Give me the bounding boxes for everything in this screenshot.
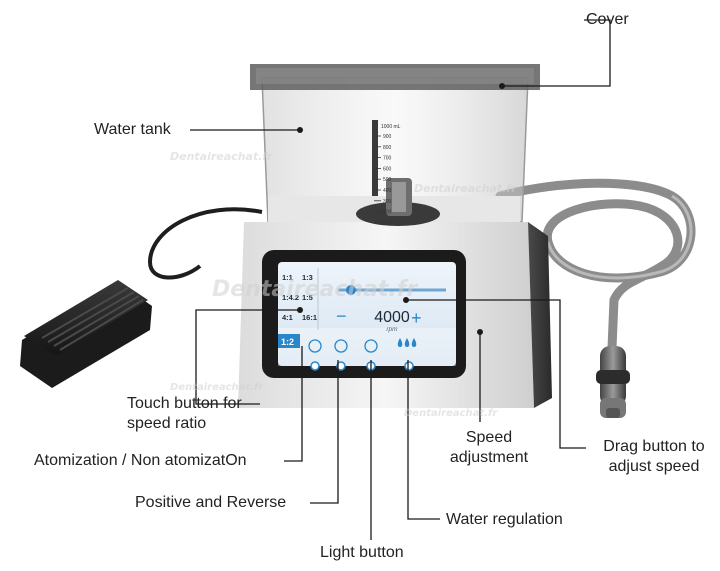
tank-scale-tick-label: 800 [383, 145, 392, 151]
motor-handpiece [596, 346, 630, 418]
tank-scale-tick-label: 600 [383, 166, 392, 172]
callout-water-regulation: Water regulation [446, 511, 563, 528]
callout-atomization: Atomization / Non atomizatOn [34, 452, 247, 469]
water-drop-icon [404, 338, 410, 347]
water-tank [250, 64, 540, 224]
speed-unit: rpm [386, 326, 398, 333]
tank-scale-tick-label: 700 [383, 156, 392, 162]
water-drop-icon [411, 338, 417, 347]
callout-light-button: Light button [320, 544, 404, 561]
watermark-text: Dentaireachat.fr [404, 408, 498, 419]
tank-scale-tick-label: 900 [383, 134, 392, 140]
tank-scale-tick-label: 400 [383, 188, 392, 194]
selected-speed-ratio[interactable]: 1:2 [281, 337, 294, 347]
lcd-mode-icons [308, 338, 417, 353]
speed-ratio-option[interactable]: 4:1 [282, 313, 293, 322]
tank-scale: 1000 mL 900 800 700 600 500 400 300 200 100 [374, 124, 401, 226]
tank-scale-tick-label: 100 [383, 220, 392, 226]
speed-minus-button[interactable]: − [336, 306, 347, 326]
callout-water-tank: Water tank [94, 121, 171, 138]
watermark-text: Dentaireachat.fr [170, 150, 273, 163]
tank-scale-top-label: 1000 mL [381, 124, 401, 130]
atomization-icon[interactable] [308, 339, 322, 353]
speed-value: 4000 [374, 309, 410, 326]
reverse-button[interactable] [336, 361, 346, 371]
atomization-button[interactable] [310, 361, 320, 371]
water-button[interactable] [404, 361, 414, 371]
watermark-text: Dentaireachat.fr [414, 182, 517, 195]
tank-scale-tick-label: 300 [383, 199, 392, 205]
speed-plus-button[interactable]: + [411, 308, 422, 328]
callout-positive-reverse: Positive and Reverse [135, 494, 287, 511]
speed-ratio-option[interactable]: 1:4.2 [282, 293, 299, 302]
watermarks: Dentaireachat.frDentaireachat.frDentaire… [170, 150, 517, 419]
tank-scale-tick-label: 500 [383, 177, 392, 183]
watermark-text: Dentaireachat.fr [170, 382, 264, 393]
speed-ratio-option[interactable]: 1:5 [302, 293, 313, 302]
leader-lines [190, 19, 611, 540]
speed-ratio-option[interactable]: 1:3 [302, 273, 313, 282]
motor-hose-highlight [546, 194, 693, 280]
watermark-text: Dentaireachat.fr [212, 277, 418, 302]
speed-ratio-option[interactable]: 16:1 [302, 313, 317, 322]
light-icon[interactable] [364, 339, 378, 353]
pedal-cable [147, 207, 263, 280]
tank-scale-tick-label: 200 [383, 210, 392, 216]
leader-dots [297, 83, 505, 335]
callout-cover: Cover [586, 11, 629, 28]
forward-reverse-icon[interactable] [334, 339, 348, 353]
speed-ratio-option[interactable]: 1:1 [282, 273, 293, 282]
foot-pedal [20, 280, 152, 388]
water-drop-icon [397, 338, 403, 347]
speed-slider-knob[interactable] [345, 285, 356, 295]
